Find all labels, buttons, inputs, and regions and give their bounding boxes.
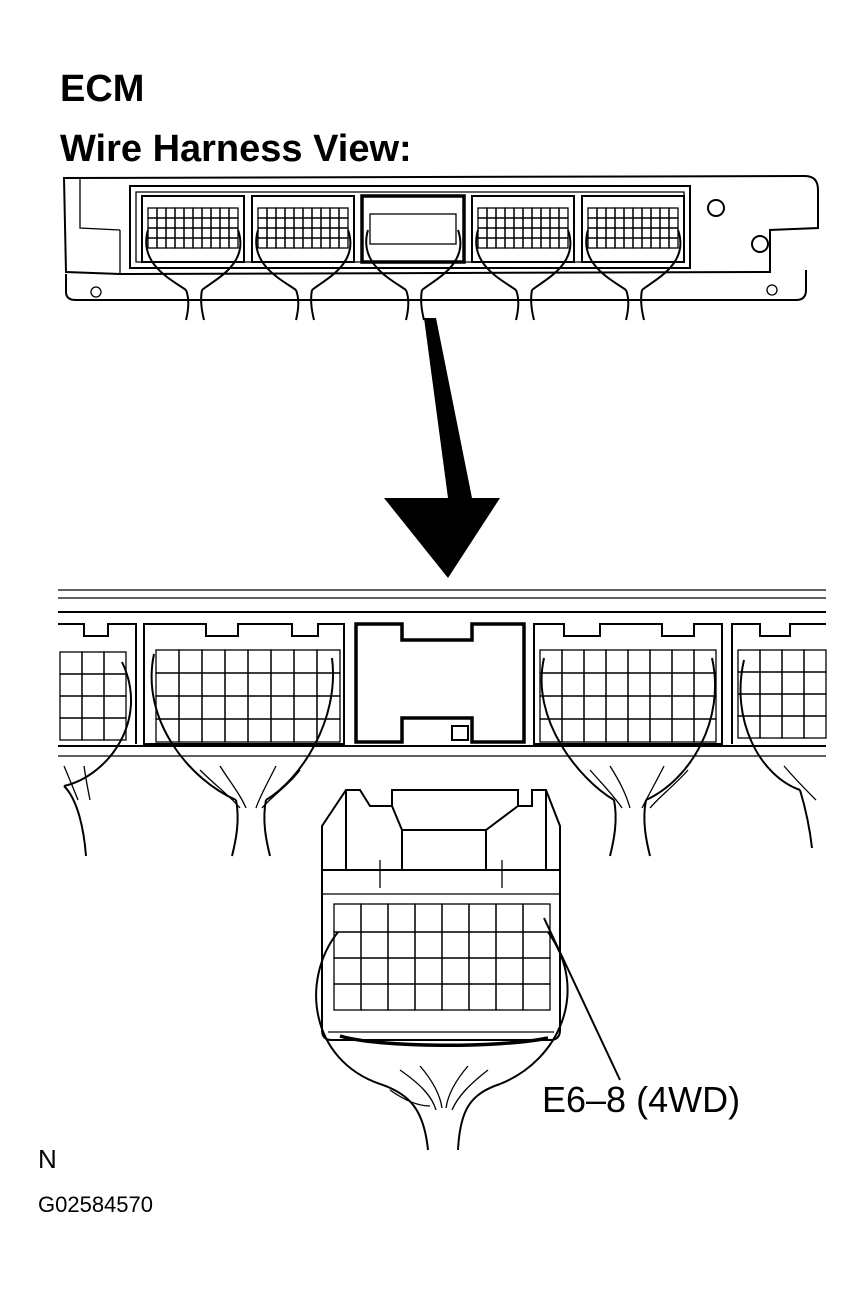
corner-mark: N [38,1144,57,1174]
ecm-connector-closeup [58,589,827,857]
ecm-connector [251,195,355,321]
ecm-connector-pins [147,207,239,249]
ecm-connector [581,195,685,321]
ecm-connector-pins [477,207,569,249]
ecm-connector [141,195,245,321]
callout-leader-line [543,917,621,1081]
plug-top-row [333,903,551,933]
view-direction-arrow-icon [384,318,500,578]
ecm-connector-pins [587,207,679,249]
closeup-pins-right [737,649,827,739]
ecm-unit-overview [62,174,819,321]
mounting-hole-icon [707,199,725,217]
figure-id: G02584570 [38,1192,153,1217]
ecm-connector-pins [257,207,349,249]
diagram-subtitle: Wire Harness View: [60,128,412,170]
e6-harness-plug [315,789,621,1151]
connector-callout-label: E6–8 (4WD) [542,1079,741,1120]
mounting-hole-icon [751,235,769,253]
closeup-pins-4 [539,649,717,743]
ecm-connector [471,195,575,321]
ecm-connector [360,194,466,321]
closeup-pins-2 [155,649,341,743]
closeup-pins-left [59,651,127,741]
plug-pin-grid [333,931,551,1011]
diagram-title: ECM [60,68,145,110]
